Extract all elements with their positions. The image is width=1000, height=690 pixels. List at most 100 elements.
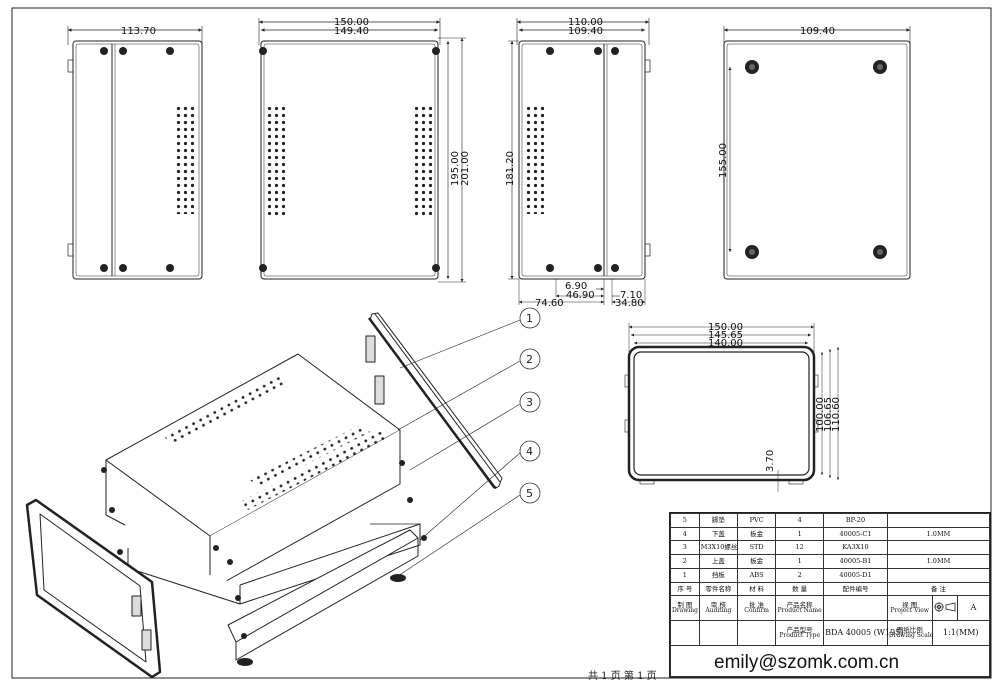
dim-bottom-width: 109.40 [800, 26, 835, 37]
exploded-feet [237, 574, 406, 666]
confirm-label: 批 准 [749, 600, 765, 609]
bom-material: PVC [736, 513, 777, 528]
left-side-view [67, 26, 203, 280]
bom-qty: 2 [775, 567, 825, 583]
end-panel-right [365, 312, 503, 490]
right-view-screws [546, 47, 619, 272]
table-row: 4 下盖 板金 1 40005-C1 1.0MM [670, 526, 991, 542]
bom-header-row: 序 号 零件名称 材 料 数 量 配件编号 备 注 [670, 581, 991, 597]
bom-name: 挡板 [698, 567, 738, 583]
bom-name: M3X10螺丝 [698, 540, 738, 556]
product-name-value [823, 595, 888, 622]
sheet-border [11, 7, 992, 679]
dim-panel-w2: 145.65 [708, 330, 743, 341]
confirm-label-en: Confirm [744, 607, 769, 615]
blank-cell [736, 620, 777, 646]
header-note: 备 注 [886, 581, 991, 597]
front-view [258, 18, 466, 283]
bom-code: KA3X10 [823, 540, 888, 556]
bom-note: 1.0MM [886, 526, 991, 542]
bubble-label-5: 5 [526, 487, 533, 500]
revision-cell: A [957, 595, 990, 622]
bubble-label-3: 3 [526, 396, 533, 409]
dim-front-inner: 149.40 [334, 26, 369, 37]
dim-right-d3: 74.60 [535, 298, 564, 309]
product-name-label-en: Product Name [777, 607, 822, 615]
product-name-label: 产品名称 [786, 600, 813, 609]
page-count-label: 共 1 页 第 1 页 [588, 671, 657, 682]
bubble-label-1: 1 [526, 312, 533, 325]
dim-right-d4: 7.10 [620, 290, 642, 301]
product-type-label: 产品型号 [786, 625, 813, 634]
bom-material: 板金 [736, 526, 777, 542]
bom-no: 1 [670, 567, 700, 583]
bottom-view-feet [745, 60, 887, 259]
dim-panel-h1: 100.00 [815, 397, 826, 432]
scale-value: 1:1(MM) [931, 620, 991, 646]
bubble-1 [519, 307, 541, 329]
bom-code: BP-20 [823, 513, 888, 528]
dim-left-width: 113.70 [121, 26, 156, 37]
project-view-label: 视 图 [902, 600, 918, 609]
blank-cell [670, 620, 700, 646]
bom-qty: 4 [775, 513, 825, 528]
bubble-2 [519, 348, 541, 370]
exploded-view [25, 312, 521, 679]
bom-note [886, 513, 991, 528]
dim-front-h2: 201.00 [460, 151, 471, 186]
dim-right-d2: 46.90 [566, 290, 595, 301]
dim-right-d1: 6.90 [565, 281, 587, 292]
bom-qty: 12 [775, 540, 825, 556]
dim-panel-h2: 106.65 [823, 397, 834, 432]
top-cover [105, 353, 401, 591]
footer-cell [670, 645, 990, 677]
auditing-label: 审 核 [710, 600, 726, 609]
bom-code: 40005-C1 [823, 526, 888, 542]
left-view-screws [100, 47, 174, 272]
bom-name: 下盖 [698, 526, 738, 542]
end-panel-left [25, 498, 162, 679]
bom-material: ABS [736, 567, 777, 583]
dim-right-outer: 110.00 [568, 17, 603, 28]
bom-note: 1.0MM [886, 554, 991, 569]
table-row: 1 挡板 ABS 2 40005-D1 [670, 567, 991, 583]
part-bubbles [519, 307, 541, 504]
dim-right-d5: 34.80 [615, 298, 644, 309]
bom-no: 3 [670, 540, 700, 556]
table-row: 5 脚垫 PVC 4 BP-20 [670, 513, 991, 528]
bom-note [886, 567, 991, 583]
front-view-screws [259, 47, 440, 272]
product-type-value: BDA 40005 (W195) [823, 620, 903, 646]
bubble-label-2: 2 [526, 353, 533, 366]
bottom-view [723, 26, 911, 280]
projection-symbol-icon [933, 602, 956, 613]
bom-name: 脚垫 [698, 513, 738, 528]
title-block: 5 脚垫 PVC 4 BP-20 4 下盖 板金 1 40005-C1 1.0M… [669, 512, 991, 678]
auditing-label-en: Auditing [705, 607, 732, 615]
dim-front-outer: 150.00 [334, 17, 369, 28]
dim-right-height: 181.20 [505, 151, 516, 186]
dim-panel-h3: 110.60 [831, 397, 842, 432]
scale-label: 图纸比例 [896, 625, 923, 634]
project-view-label-en: Project View [890, 607, 929, 615]
bom-no: 5 [670, 513, 700, 528]
bom-note [886, 540, 991, 556]
blank-cell [698, 620, 738, 646]
scale-label-en: Drawing Scale [888, 632, 934, 640]
header-qty: 数 量 [775, 581, 825, 597]
product-type-label-en: Product Type [779, 632, 820, 640]
dim-right-inner: 109.40 [568, 26, 603, 37]
dim-bottom-height: 155.00 [718, 143, 729, 178]
contact-email: emily@szomk.com.cn [714, 652, 900, 673]
panel-view [624, 323, 840, 492]
dim-panel-w1: 150.00 [708, 322, 743, 333]
